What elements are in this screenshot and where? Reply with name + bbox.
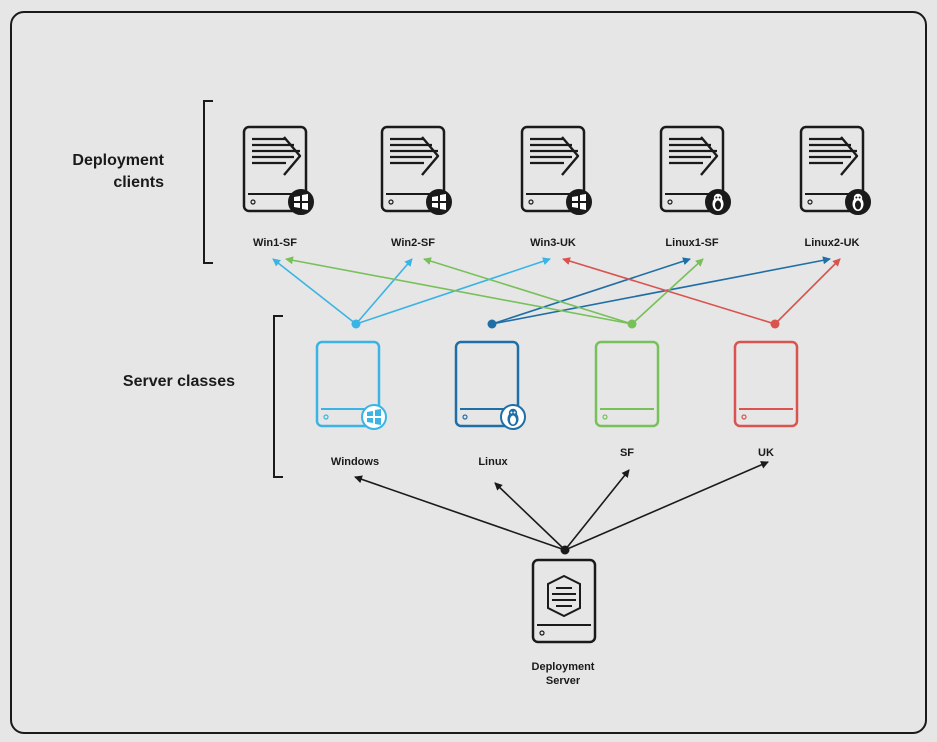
server-classes-title: Server classes (122, 373, 235, 390)
deployment-clients-line-1: Deployment (72, 152, 164, 169)
links-layer (272, 256, 841, 555)
forwarder-icon (669, 136, 719, 176)
server-class-windows (315, 340, 387, 430)
server-class-label: SF (619, 447, 635, 459)
client-server-win1-sf (242, 125, 314, 215)
server-class-uk (733, 340, 799, 428)
client-label: Win2-SF (391, 237, 435, 249)
client-server-win2-sf (380, 125, 452, 215)
windows-icon (426, 189, 452, 215)
linux-icon (705, 189, 731, 215)
deployment-clients-title: Deployment clients (40, 150, 164, 194)
forwarder-icon (530, 136, 580, 176)
server-class-sf (594, 340, 660, 428)
link-origin-dot (627, 319, 637, 329)
link-origin-dot (487, 319, 497, 329)
server-class-label: Linux (478, 456, 508, 468)
link-origin-dot (351, 319, 361, 329)
deployment-server-origin-dot (560, 545, 570, 555)
forwarder-icon (809, 136, 859, 176)
link-linux-to-linux2-uk (491, 256, 831, 325)
client-label: Win3-UK (530, 237, 576, 249)
link-deployment-server-to-windows (354, 475, 566, 551)
windows-icon (288, 189, 314, 215)
deployment-server-label-line: Server (545, 675, 581, 687)
link-sf-to-win2-sf (423, 257, 633, 325)
deployment-server-label-line: Deployment (531, 661, 595, 673)
link-linux-to-linux1-sf (491, 257, 691, 325)
client-label: Linux1-SF (665, 237, 719, 249)
nodes-layer (242, 125, 871, 644)
client-label: Win1-SF (253, 237, 297, 249)
link-deployment-server-to-uk (564, 461, 769, 551)
link-deployment-server-to-linux (494, 482, 566, 551)
link-windows-to-win2-sf (355, 258, 413, 325)
linux-icon (845, 189, 871, 215)
deployment-server (531, 558, 597, 644)
client-server-linux2-uk (799, 125, 871, 215)
link-sf-to-win1-sf (285, 256, 633, 325)
link-windows-to-win3-uk (355, 257, 551, 325)
link-origin-dot (770, 319, 780, 329)
clients-bracket (203, 100, 213, 264)
windows-icon (361, 404, 387, 430)
client-server-linux1-sf (659, 125, 731, 215)
server-classes-bracket (273, 315, 283, 478)
forwarder-icon (390, 136, 440, 176)
forwarder-icon (252, 136, 302, 176)
client-server-win3-uk (520, 125, 592, 215)
deployment-clients-line-2: clients (113, 174, 164, 191)
windows-icon (566, 189, 592, 215)
client-label: Linux2-UK (804, 237, 860, 249)
link-uk-to-win3-uk (562, 257, 776, 325)
link-windows-to-win1-sf (272, 258, 357, 325)
linux-icon (500, 404, 526, 430)
link-uk-to-linux2-uk (774, 258, 841, 325)
server-class-label: UK (758, 447, 774, 459)
server-class-linux (454, 340, 526, 430)
server-class-label: Windows (330, 456, 380, 468)
link-deployment-server-to-sf (564, 469, 630, 551)
deployment-server-icon (547, 574, 581, 618)
